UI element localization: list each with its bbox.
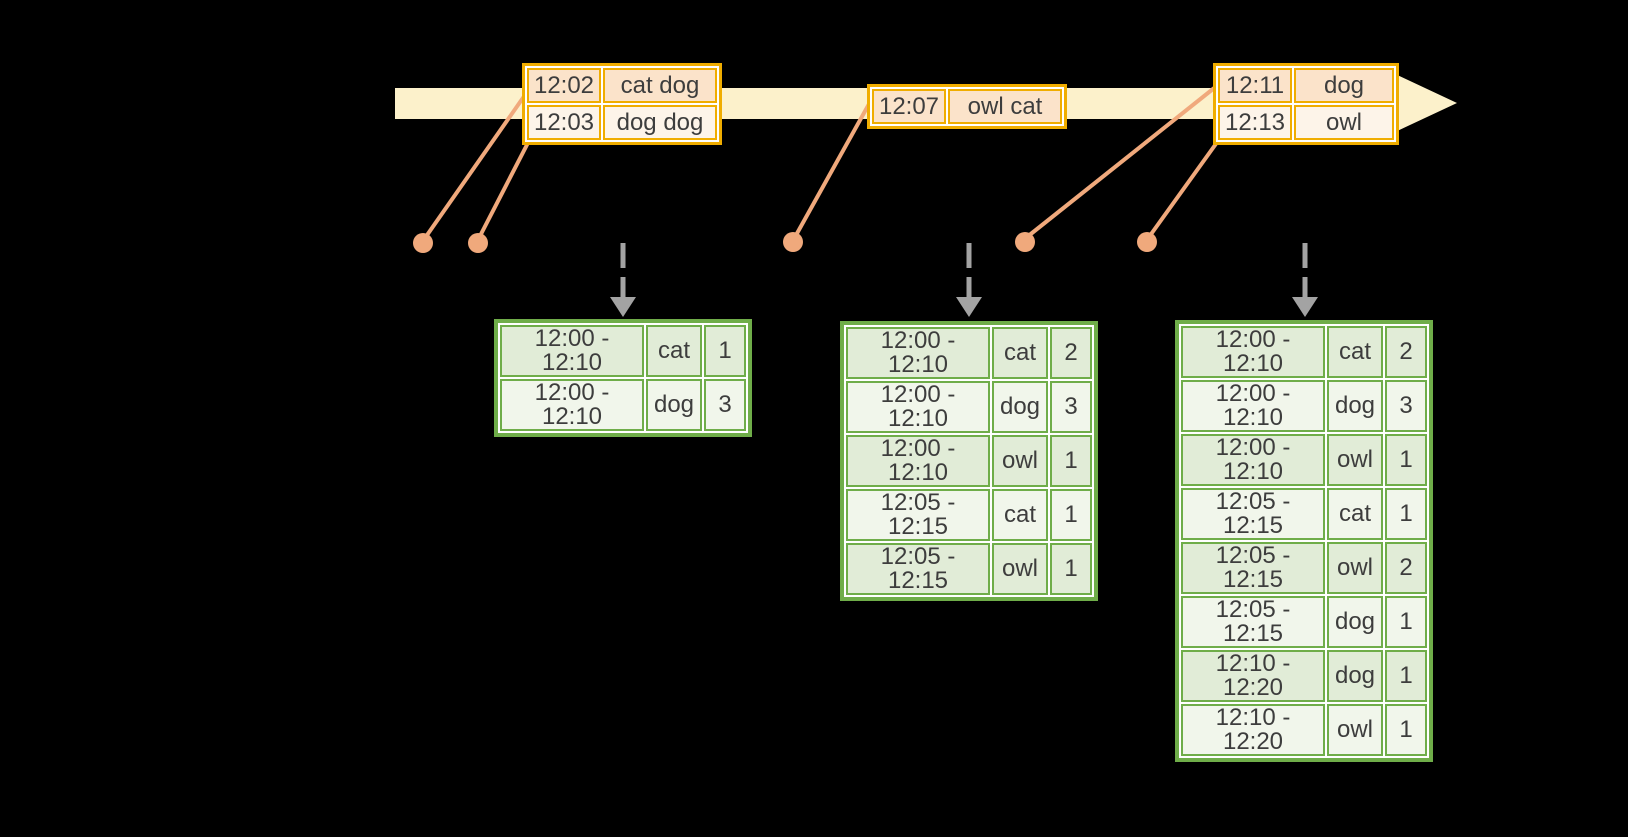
event-dot-1: [413, 233, 433, 253]
window-cell: 12:00 - 12:10: [846, 435, 990, 487]
connector-line-2: [477, 134, 534, 239]
result-row: 12:00 - 12:10 dog 3: [500, 379, 746, 431]
word-cell: owl: [992, 435, 1048, 487]
window-cell: 12:00 - 12:10: [846, 381, 990, 433]
dashed-arrow-2: [956, 243, 982, 317]
dashed-arrow-head-icon: [1292, 297, 1318, 317]
result-row: 12:05 - 12:15 cat 1: [1181, 488, 1427, 540]
result-row: 12:00 - 12:10 dog 3: [1181, 380, 1427, 432]
event-words-cell: owl cat: [948, 89, 1062, 124]
count-cell: 2: [1385, 326, 1427, 378]
count-cell: 1: [1050, 489, 1092, 541]
window-cell: 12:05 - 12:15: [846, 543, 990, 595]
word-cell: dog: [992, 381, 1048, 433]
word-cell: dog: [1327, 650, 1383, 702]
word-cell: cat: [1327, 488, 1383, 540]
event-time-cell: 12:07: [872, 89, 946, 124]
word-cell: owl: [1327, 434, 1383, 486]
event-row: 12:07 owl cat: [872, 89, 1062, 124]
result-table-2: 12:00 - 12:10 cat 2 12:00 - 12:10 dog 3 …: [840, 321, 1098, 601]
window-cell: 12:00 - 12:10: [500, 325, 644, 377]
event-table-3: 12:11 dog 12:13 owl: [1213, 63, 1399, 145]
connector-line-1: [423, 93, 527, 240]
window-cell: 12:05 - 12:15: [1181, 488, 1325, 540]
word-cell: owl: [1327, 542, 1383, 594]
count-cell: 1: [1385, 704, 1427, 756]
word-cell: owl: [992, 543, 1048, 595]
window-cell: 12:00 - 12:10: [500, 379, 644, 431]
event-words-cell: dog dog: [603, 105, 717, 140]
result-row: 12:00 - 12:10 cat 2: [846, 327, 1092, 379]
event-table-2: 12:07 owl cat: [867, 84, 1067, 129]
result-row: 12:05 - 12:15 cat 1: [846, 489, 1092, 541]
count-cell: 2: [1050, 327, 1092, 379]
count-cell: 1: [704, 325, 746, 377]
word-cell: dog: [646, 379, 702, 431]
count-cell: 1: [1050, 543, 1092, 595]
window-cell: 12:00 - 12:10: [1181, 434, 1325, 486]
result-row: 12:05 - 12:15 owl 2: [1181, 542, 1427, 594]
count-cell: 1: [1385, 488, 1427, 540]
window-cell: 12:05 - 12:15: [1181, 542, 1325, 594]
event-dot-2: [468, 233, 488, 253]
event-time-cell: 12:13: [1218, 105, 1292, 140]
word-cell: cat: [1327, 326, 1383, 378]
event-dot-3: [783, 232, 803, 252]
dashed-arrow-head-icon: [956, 297, 982, 317]
result-row: 12:05 - 12:15 dog 1: [1181, 596, 1427, 648]
result-row: 12:00 - 12:10 cat 1: [500, 325, 746, 377]
window-cell: 12:00 - 12:10: [846, 327, 990, 379]
result-row: 12:05 - 12:15 owl 1: [846, 543, 1092, 595]
event-time-cell: 12:02: [527, 68, 601, 103]
event-time-cell: 12:11: [1218, 68, 1292, 103]
result-table-1: 12:00 - 12:10 cat 1 12:00 - 12:10 dog 3: [494, 319, 752, 437]
count-cell: 3: [704, 379, 746, 431]
connector-line-5: [1147, 132, 1225, 239]
event-words-cell: owl: [1294, 105, 1394, 140]
window-cell: 12:10 - 12:20: [1181, 704, 1325, 756]
event-words-cell: cat dog: [603, 68, 717, 103]
dashed-arrow-1: [610, 243, 636, 317]
count-cell: 2: [1385, 542, 1427, 594]
word-cell: cat: [992, 489, 1048, 541]
count-cell: 1: [1385, 434, 1427, 486]
count-cell: 1: [1385, 650, 1427, 702]
result-row: 12:10 - 12:20 dog 1: [1181, 650, 1427, 702]
event-row: 12:02 cat dog: [527, 68, 717, 103]
result-row: 12:00 - 12:10 cat 2: [1181, 326, 1427, 378]
event-row: 12:03 dog dog: [527, 105, 717, 140]
window-cell: 12:00 - 12:10: [1181, 380, 1325, 432]
dashed-arrow-3: [1292, 243, 1318, 317]
event-dot-4: [1015, 232, 1035, 252]
window-cell: 12:00 - 12:10: [1181, 326, 1325, 378]
event-row: 12:11 dog: [1218, 68, 1394, 103]
word-cell: cat: [992, 327, 1048, 379]
count-cell: 3: [1385, 380, 1427, 432]
count-cell: 1: [1385, 596, 1427, 648]
word-cell: dog: [1327, 380, 1383, 432]
word-cell: dog: [1327, 596, 1383, 648]
window-cell: 12:10 - 12:20: [1181, 650, 1325, 702]
connector-line-4: [1025, 83, 1220, 239]
word-cell: owl: [1327, 704, 1383, 756]
count-cell: 3: [1050, 381, 1092, 433]
result-row: 12:00 - 12:10 owl 1: [1181, 434, 1427, 486]
event-table-1: 12:02 cat dog 12:03 dog dog: [522, 63, 722, 145]
result-row: 12:00 - 12:10 dog 3: [846, 381, 1092, 433]
event-row: 12:13 owl: [1218, 105, 1394, 140]
result-row: 12:10 - 12:20 owl 1: [1181, 704, 1427, 756]
result-row: 12:00 - 12:10 owl 1: [846, 435, 1092, 487]
word-cell: cat: [646, 325, 702, 377]
connector-line-3: [793, 103, 871, 238]
event-time-cell: 12:03: [527, 105, 601, 140]
event-dot-5: [1137, 232, 1157, 252]
result-table-3: 12:00 - 12:10 cat 2 12:00 - 12:10 dog 3 …: [1175, 320, 1433, 762]
dashed-arrow-head-icon: [610, 297, 636, 317]
count-cell: 1: [1050, 435, 1092, 487]
event-words-cell: dog: [1294, 68, 1394, 103]
window-cell: 12:05 - 12:15: [846, 489, 990, 541]
window-cell: 12:05 - 12:15: [1181, 596, 1325, 648]
